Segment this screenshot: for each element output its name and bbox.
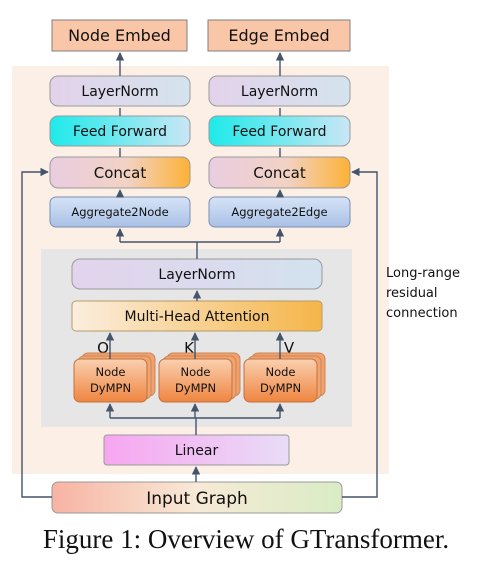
figure-caption: Figure 1: Overview of GTransformer. (42, 524, 450, 554)
node-feed-forward-label: Feed Forward (73, 124, 167, 140)
residual-note-line3: connection (386, 306, 458, 321)
residual-note-line1: Long-range (386, 266, 460, 281)
dympn-stack-v: Node DyMPN (243, 352, 326, 403)
k-label: K (184, 339, 195, 357)
node-layernorm-label: LayerNorm (81, 84, 158, 100)
edge-feed-forward-label: Feed Forward (232, 124, 326, 140)
q-label: Q (97, 339, 109, 357)
dympn-q-line2: DyMPN (90, 381, 131, 395)
edge-layernorm-label: LayerNorm (241, 84, 318, 100)
multi-head-attention-label: Multi-Head Attention (125, 309, 270, 325)
dympn-stack-q: Node DyMPN (73, 352, 156, 403)
edge-embed-label: Edge Embed (228, 26, 329, 45)
dympn-stack-k: Node DyMPN (158, 352, 241, 403)
node-embed-box (51, 19, 188, 52)
edge-concat-label: Concat (253, 164, 306, 182)
dympn-k-line2: DyMPN (175, 381, 216, 395)
aggregate2edge-label: Aggregate2Edge (231, 205, 327, 219)
linear-label: Linear (175, 443, 219, 459)
node-concat-label: Concat (94, 164, 147, 182)
edge-embed-box (207, 19, 351, 52)
dympn-v-line1: Node (265, 365, 295, 379)
input-graph-label: Input Graph (146, 489, 248, 509)
v-label: V (284, 339, 295, 357)
residual-note-line2: residual (386, 286, 438, 301)
dympn-v-line2: DyMPN (260, 381, 301, 395)
node-embed-label: Node Embed (68, 26, 171, 45)
aggregate2node-label: Aggregate2Node (71, 205, 168, 219)
block-layernorm-label: LayerNorm (158, 267, 235, 283)
dympn-k-line1: Node (180, 365, 210, 379)
dympn-q-line1: Node (95, 365, 125, 379)
connectors (21, 52, 378, 498)
